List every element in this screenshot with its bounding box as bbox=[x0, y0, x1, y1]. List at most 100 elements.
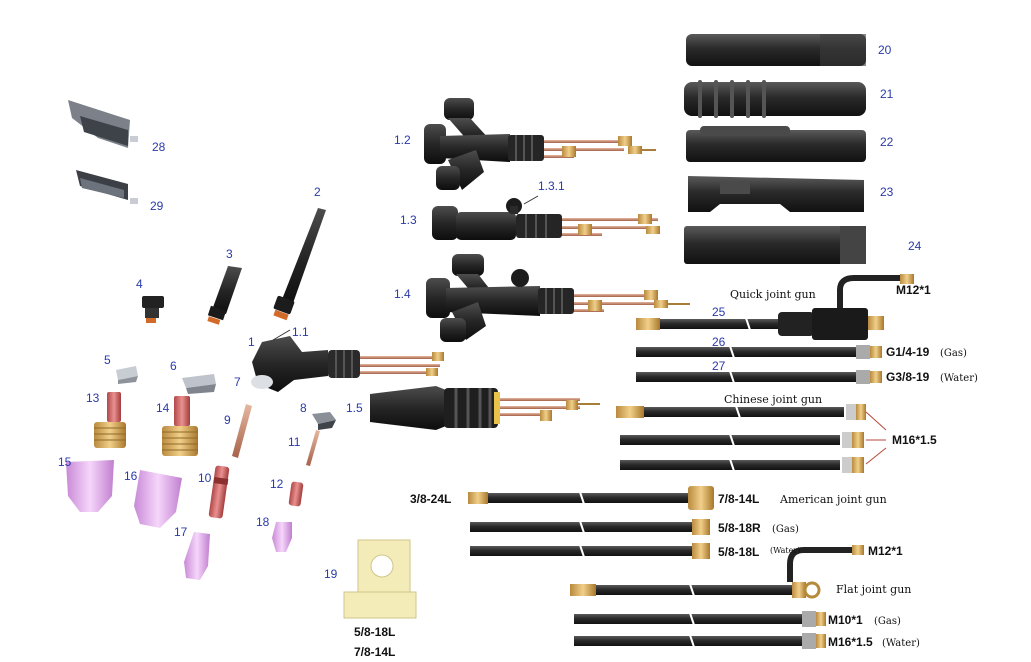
thread-labels: Quick joint gun M12*1 G1/4-19 (Gas) G3/8… bbox=[354, 283, 978, 659]
label-78-14l: 7/8-14L bbox=[718, 492, 759, 506]
torch-head-1 bbox=[251, 329, 444, 392]
part-num-10: 10 bbox=[198, 471, 212, 485]
label-g38-note: (Water) bbox=[940, 373, 978, 384]
part-num-26: 26 bbox=[712, 335, 726, 349]
switch-part-28 bbox=[68, 100, 138, 148]
collet-body-10 bbox=[208, 465, 230, 519]
part-num-29: 29 bbox=[150, 199, 164, 213]
handle-22 bbox=[686, 126, 866, 162]
cable-25-quick-joint bbox=[636, 274, 914, 340]
cable-flat-gas bbox=[574, 611, 826, 627]
ceramic-nozzle-17 bbox=[184, 532, 210, 580]
label-m12-top: M12*1 bbox=[896, 283, 931, 297]
part-num-11: 11 bbox=[288, 435, 301, 449]
label-block-line1: 5/8-18L bbox=[354, 625, 395, 639]
label-58-18l-note: (Water) bbox=[770, 546, 800, 555]
collet-part-6 bbox=[182, 374, 216, 394]
short-back-cap-4 bbox=[142, 296, 164, 323]
ceramic-nozzle-18 bbox=[272, 522, 292, 552]
handle-24 bbox=[684, 226, 866, 264]
cable-chinese-2 bbox=[620, 432, 864, 448]
part-num-17: 17 bbox=[174, 525, 188, 539]
label-m16b: M16*1.5 bbox=[828, 635, 873, 649]
part-num-25: 25 bbox=[712, 305, 726, 319]
part-num-7: 7 bbox=[234, 375, 241, 389]
switch-part-29 bbox=[76, 170, 138, 204]
cable-break-marks bbox=[579, 317, 751, 648]
label-g14-note: (Gas) bbox=[940, 348, 967, 359]
handle-23 bbox=[688, 176, 864, 212]
part-num-27: 27 bbox=[712, 359, 726, 373]
part-num-18: 18 bbox=[256, 515, 270, 529]
part-num-1-5: 1.5 bbox=[346, 401, 363, 415]
handle-20 bbox=[686, 34, 866, 66]
part-num-1: 1 bbox=[248, 335, 255, 349]
label-m10: M10*1 bbox=[828, 613, 863, 627]
part-num-15: 15 bbox=[58, 455, 72, 469]
ceramic-nozzle-15 bbox=[66, 460, 114, 512]
label-g14: G1/4-19 bbox=[886, 345, 930, 359]
part-num-24: 24 bbox=[908, 239, 922, 253]
medium-back-cap-3 bbox=[207, 266, 242, 325]
label-m16: M16*1.5 bbox=[892, 433, 937, 447]
label-58-18r-note: (Gas) bbox=[772, 524, 799, 535]
part-num-14: 14 bbox=[156, 401, 170, 415]
part-num-19: 19 bbox=[324, 567, 338, 581]
label-g38: G3/8-19 bbox=[886, 370, 930, 384]
part-num-28: 28 bbox=[152, 140, 166, 154]
part-num-13: 13 bbox=[86, 391, 100, 405]
label-block-line2: 7/8-14L bbox=[354, 645, 395, 659]
collet-11 bbox=[306, 430, 320, 466]
part-num-1-1: 1.1 bbox=[292, 325, 309, 339]
part-num-8: 8 bbox=[300, 401, 307, 415]
label-m12-mid: M12*1 bbox=[868, 544, 903, 558]
label-58-18l: 5/8-18L bbox=[718, 545, 759, 559]
cable-chinese-1 bbox=[616, 404, 866, 420]
label-38-24l: 3/8-24L bbox=[410, 492, 451, 506]
part-num-21: 21 bbox=[880, 87, 894, 101]
long-back-cap-2 bbox=[273, 208, 326, 321]
handle-21 bbox=[684, 80, 866, 118]
torch-body-1-3 bbox=[432, 195, 660, 240]
part-numbers: 28 29 2 3 4 1 1.1 5 6 7 8 9 10 11 12 13 … bbox=[58, 43, 922, 581]
torch-body-1-4 bbox=[426, 254, 690, 342]
torch-body-1-2 bbox=[424, 98, 656, 190]
cable-american-1 bbox=[468, 486, 714, 510]
part-num-12: 12 bbox=[270, 477, 284, 491]
part-num-3: 3 bbox=[226, 247, 233, 261]
part-num-2: 2 bbox=[314, 185, 321, 199]
cable-chinese-3 bbox=[620, 457, 864, 473]
cable-american-2 bbox=[470, 519, 710, 535]
label-58-18r: 5/8-18R bbox=[718, 521, 761, 535]
part-num-1-3-1: 1.3.1 bbox=[538, 179, 565, 193]
cable-flat bbox=[570, 545, 864, 599]
gas-lens-13 bbox=[94, 392, 126, 448]
collet-body-12 bbox=[288, 481, 304, 507]
part-num-22: 22 bbox=[880, 135, 894, 149]
part-num-1-4: 1.4 bbox=[394, 287, 411, 301]
collet-9 bbox=[232, 404, 252, 458]
label-american-joint: American joint gun bbox=[779, 493, 887, 506]
part-num-20: 20 bbox=[878, 43, 892, 57]
torch-body-1-5 bbox=[370, 386, 600, 430]
part-num-5: 5 bbox=[104, 353, 111, 367]
label-m10-note: (Gas) bbox=[874, 616, 901, 627]
label-m16b-note: (Water) bbox=[882, 638, 920, 649]
part-num-1-3: 1.3 bbox=[400, 213, 417, 227]
cable-american-3 bbox=[470, 543, 710, 559]
part-num-1-2: 1.2 bbox=[394, 133, 411, 147]
collet-part-5 bbox=[116, 366, 138, 384]
collet-part-8 bbox=[312, 412, 336, 430]
label-chinese-joint: Chinese joint gun bbox=[724, 393, 822, 406]
part-num-9: 9 bbox=[224, 413, 231, 427]
ceramic-nozzle-16 bbox=[134, 470, 182, 528]
part-num-23: 23 bbox=[880, 185, 894, 199]
part-num-6: 6 bbox=[170, 359, 177, 373]
part-num-4: 4 bbox=[136, 277, 143, 291]
m16-leader-lines bbox=[865, 411, 887, 465]
part-num-16: 16 bbox=[124, 469, 138, 483]
cable-27 bbox=[636, 370, 882, 384]
label-flat-joint: Flat joint gun bbox=[836, 583, 911, 596]
gas-lens-14 bbox=[162, 396, 198, 456]
